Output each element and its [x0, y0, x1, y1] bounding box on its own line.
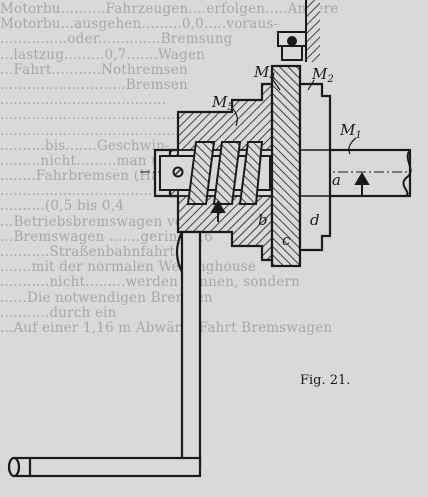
- worm-screw: [159, 141, 271, 205]
- background-text-line: ........................................…: [0, 107, 189, 124]
- mounting-bracket: [277, 31, 307, 61]
- background-text-line: ............................Bremsen: [0, 76, 188, 93]
- background-text-line: ...Fahrt...........Nothremsen: [0, 61, 188, 78]
- label-c: c: [282, 231, 291, 249]
- background-text-line: ...........durch ein: [0, 304, 117, 321]
- background-text-line: Motorbu...ausgehen.........0,0.....vorau…: [0, 16, 279, 33]
- crank-handle-grip: [7, 456, 202, 478]
- background-text-line: ......Die notwendigen Bremsen: [0, 289, 213, 306]
- rotation-arrow-shaft: [354, 172, 370, 196]
- background-text-line: ...............oder..............Bremsun…: [0, 31, 233, 48]
- figure-caption: Fig. 21.: [300, 373, 351, 388]
- label-m5: M5: [211, 93, 234, 113]
- label-m2: M2: [311, 65, 334, 85]
- rotation-arrow-hub: [210, 200, 226, 222]
- wall-frame: [305, 0, 320, 62]
- background-text-line: .....................................: [0, 92, 167, 109]
- background-text-line: ........................................…: [0, 122, 189, 139]
- label-b: b: [258, 211, 268, 229]
- background-text-line: ...Bremswagen .......gering 0,6: [0, 228, 213, 245]
- background-text-line: ...lastzug.........0,7.......Wagen: [0, 46, 206, 63]
- background-text-line: Motorbu..........Fahrzeugen....erfolgen.…: [0, 2, 339, 17]
- leader-lines: [231, 79, 357, 155]
- background-text-line: ...Betriebsbremswagen von: [0, 213, 193, 230]
- label-a: a: [332, 171, 341, 189]
- background-text-line: ..........(0,5 bis 0,4: [0, 198, 124, 215]
- hand-crank-lever: [175, 230, 202, 470]
- background-text-line: ..........bis.......Geschwin-: [0, 137, 170, 154]
- brake-plate: [298, 82, 332, 252]
- background-text-line: .........nicht.........man unter-: [0, 152, 195, 169]
- background-text-line: ...........nicht.........werden können, …: [0, 274, 301, 291]
- background-text-line: ...........Straßenbahnfahrt: [0, 244, 176, 260]
- background-bleed-text: Motorbu..........Fahrzeugen....erfolgen.…: [0, 2, 428, 336]
- background-text-line: ..................................: [0, 183, 153, 200]
- label-m1: M1: [339, 121, 362, 141]
- friction-disc: [270, 64, 302, 268]
- label-m4: M4: [253, 63, 276, 83]
- label-d: d: [310, 211, 320, 229]
- background-text-line: ...Auf einer 1,16 m Abwärts-Fahrt Bremsw…: [0, 319, 333, 336]
